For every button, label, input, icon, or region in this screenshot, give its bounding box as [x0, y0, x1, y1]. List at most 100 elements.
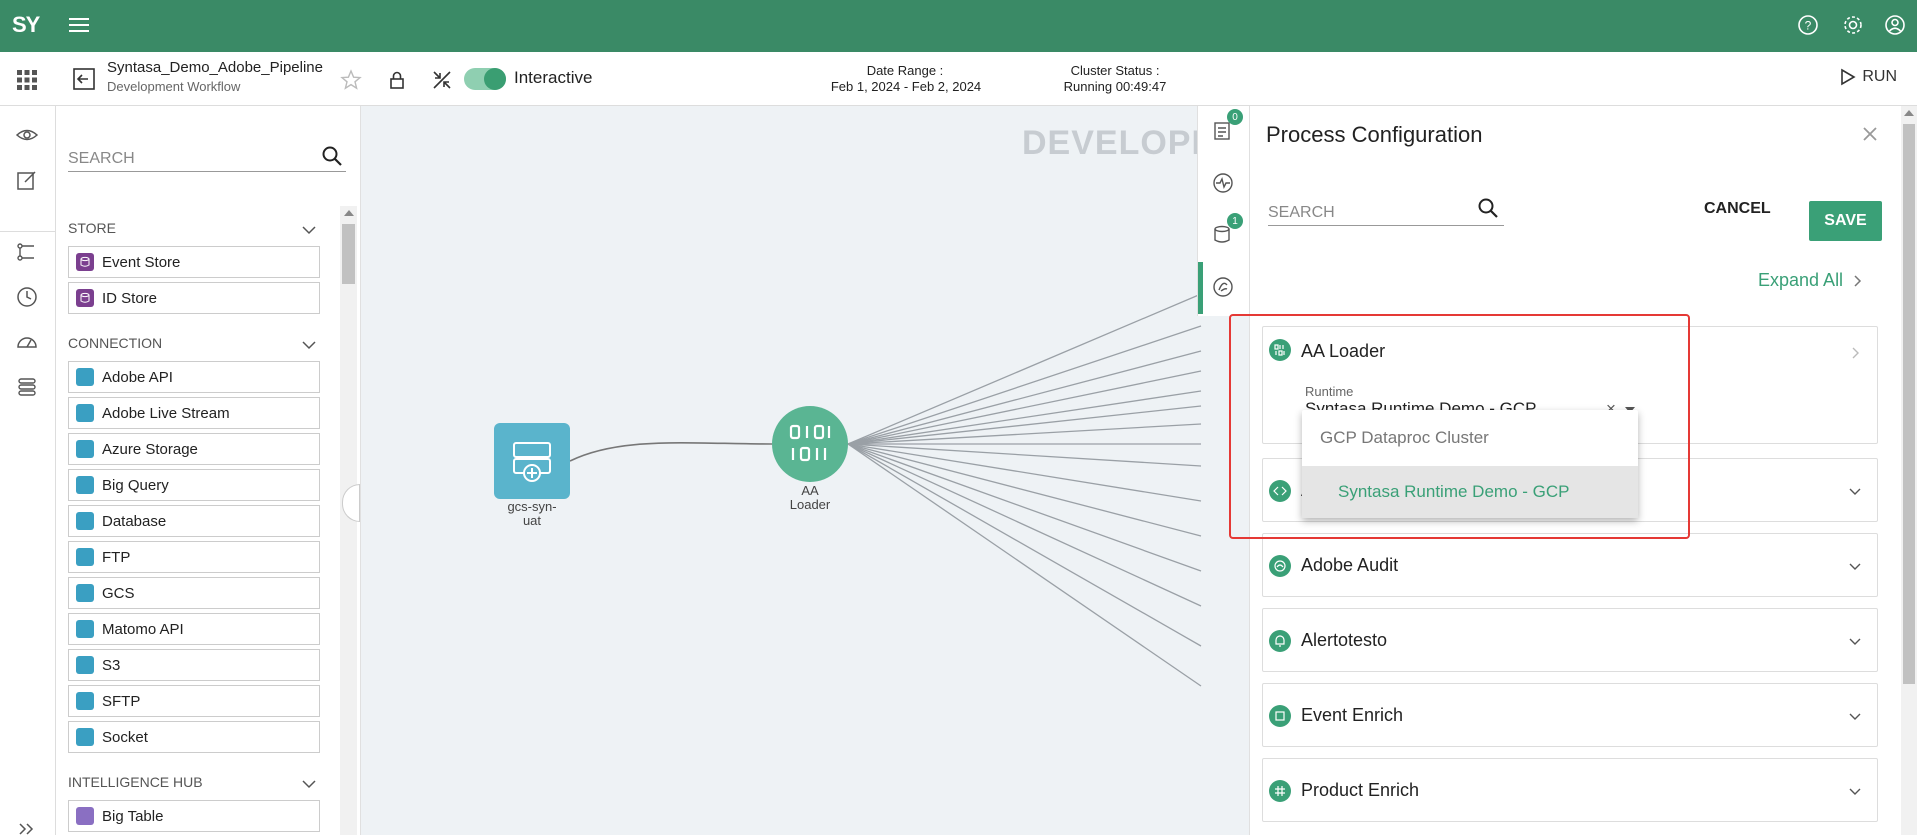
node-gcs-syn-uat[interactable] — [494, 423, 570, 499]
save-button[interactable]: SAVE — [1809, 201, 1882, 241]
dashboard-gauge-icon[interactable] — [16, 331, 38, 353]
history-clock-icon[interactable] — [16, 286, 38, 308]
chevron-down-icon[interactable] — [1847, 783, 1863, 799]
environment-watermark: DEVELOPM — [1022, 124, 1221, 162]
view-eye-icon[interactable] — [16, 124, 38, 146]
palette-item-adobe-live-stream[interactable]: Adobe Live Stream — [68, 397, 320, 429]
node-label-line: gcs-syn- — [507, 499, 557, 514]
runtime-option[interactable]: GCP Dataproc Cluster — [1320, 428, 1489, 447]
settings-gear-icon[interactable] — [1842, 14, 1864, 36]
star-icon[interactable] — [340, 69, 362, 91]
palette-item-matomo-api[interactable]: Matomo API — [68, 613, 320, 645]
back-arrow-icon[interactable] — [72, 67, 96, 91]
app-logo[interactable]: SY — [12, 12, 40, 37]
section-title-store[interactable]: STORE — [68, 220, 116, 236]
ftp-icon — [76, 548, 94, 566]
big-query-icon — [76, 476, 94, 494]
adobe-api-icon — [76, 368, 94, 386]
palette-item-label: Big Query — [102, 476, 169, 494]
palette-item-gcs[interactable]: GCS — [68, 577, 320, 609]
event-store-icon — [76, 253, 94, 271]
search-icon[interactable] — [1476, 196, 1500, 220]
chevron-right-icon[interactable] — [1847, 345, 1863, 361]
scrollbar-thumb[interactable] — [342, 224, 355, 284]
cancel-button[interactable]: CANCEL — [1704, 200, 1771, 217]
scroll-up-arrow-icon[interactable] — [344, 210, 354, 216]
palette-item-label: Event Store — [102, 253, 181, 271]
lock-icon[interactable] — [386, 69, 408, 91]
edit-icon[interactable] — [16, 169, 38, 191]
palette-item-label: SFTP — [102, 692, 141, 710]
chevron-down-icon[interactable] — [1847, 633, 1863, 649]
workflow-icon[interactable] — [16, 241, 38, 263]
edge-gcs-to-aa[interactable] — [569, 441, 773, 462]
palette-item-socket[interactable]: Socket — [68, 721, 320, 753]
activity-pulse-icon[interactable] — [1212, 172, 1234, 194]
process-name: AA Loader — [1301, 341, 1386, 361]
pipeline-edges — [569, 293, 1202, 687]
chevron-down-icon[interactable] — [1847, 483, 1863, 499]
interactive-mode-toggle[interactable] — [464, 68, 506, 90]
interactive-mode-label: Interactive — [514, 68, 593, 87]
cluster-status-label: Cluster Status : — [1070, 63, 1160, 78]
database-settings-icon[interactable] — [1212, 224, 1234, 246]
chevron-down-icon[interactable] — [301, 337, 317, 353]
palette-item-sftp[interactable]: SFTP — [68, 685, 320, 717]
workflow-type: Development Workflow — [107, 79, 241, 94]
palette-item-id-store[interactable]: ID Store — [68, 282, 320, 314]
process-name: Adobe Audit — [1301, 555, 1399, 575]
account-icon[interactable] — [1884, 14, 1906, 36]
layers-icon[interactable] — [16, 376, 38, 398]
search-icon[interactable] — [320, 144, 344, 168]
component-palette: SEARCH STORE Event Store ID Store CONNEC… — [56, 106, 361, 835]
palette-item-label: Azure Storage — [102, 440, 198, 458]
scrollbar-thumb[interactable] — [1903, 124, 1915, 684]
expand-all-button[interactable]: Expand All — [1758, 270, 1863, 291]
process-search-input[interactable]: SEARCH — [1268, 196, 1504, 226]
palette-item-ftp[interactable]: FTP — [68, 541, 320, 573]
clear-selection-icon[interactable]: × — [1606, 399, 1616, 418]
run-button[interactable]: RUN — [1840, 68, 1897, 86]
config-side-tabs: 0 1 — [1197, 106, 1249, 316]
palette-item-azure-storage[interactable]: Azure Storage — [68, 433, 320, 465]
palette-item-big-table[interactable]: Big Table — [68, 800, 320, 832]
node-aa-loader[interactable] — [772, 406, 848, 482]
close-icon[interactable] — [1860, 124, 1880, 144]
panel-title: Process Configuration — [1266, 122, 1483, 147]
runtime-option-selected[interactable]: Syntasa Runtime Demo - GCP — [1302, 466, 1638, 518]
palette-scrollbar[interactable] — [340, 206, 357, 835]
menu-icon[interactable] — [68, 14, 90, 36]
process-card-product-enrich[interactable]: Product Enrich — [1262, 758, 1878, 822]
chevron-down-icon[interactable] — [301, 776, 317, 792]
process-card-alertotesto[interactable]: Alertotesto — [1262, 608, 1878, 672]
palette-item-adobe-api[interactable]: Adobe API — [68, 361, 320, 393]
section-title-intelligence-hub[interactable]: INTELLIGENCE HUB — [68, 774, 203, 790]
palette-item-database[interactable]: Database — [68, 505, 320, 537]
palette-item-s3[interactable]: S3 — [68, 649, 320, 681]
pipeline-header: Syntasa_Demo_Adobe_Pipeline Development … — [0, 52, 1917, 106]
chevron-down-icon[interactable] — [1847, 708, 1863, 724]
section-title-connection[interactable]: CONNECTION — [68, 335, 163, 351]
apps-grid-icon[interactable] — [16, 69, 38, 91]
scroll-up-arrow-icon[interactable] — [1904, 110, 1914, 116]
grid-icon — [1269, 780, 1291, 802]
chevron-down-icon[interactable] — [301, 222, 317, 238]
process-card-event-enrich[interactable]: Event Enrich — [1262, 683, 1878, 747]
palette-item-event-store[interactable]: Event Store — [68, 246, 320, 278]
runtime-label: Runtime — [1305, 384, 1354, 399]
expand-rail-icon[interactable] — [16, 818, 38, 835]
checklist-icon[interactable] — [1212, 120, 1234, 142]
process-card-adobe-audit[interactable]: Adobe Audit — [1262, 533, 1878, 597]
adobe-live-stream-icon — [76, 404, 94, 422]
process-name: Product Enrich — [1301, 780, 1420, 800]
help-icon[interactable]: ? — [1797, 14, 1819, 36]
database-badge: 1 — [1227, 213, 1243, 229]
chevron-down-icon[interactable] — [1847, 558, 1863, 574]
panel-scrollbar[interactable] — [1901, 106, 1917, 835]
process-config-icon[interactable] — [1212, 276, 1234, 298]
collapse-arrows-icon[interactable] — [431, 69, 453, 91]
palette-item-big-query[interactable]: Big Query — [68, 469, 320, 501]
date-range-label: Date Range : — [866, 63, 944, 78]
palette-search-input[interactable]: SEARCH — [68, 142, 346, 172]
node-gcs-label: gcs-syn-uat — [487, 500, 577, 528]
